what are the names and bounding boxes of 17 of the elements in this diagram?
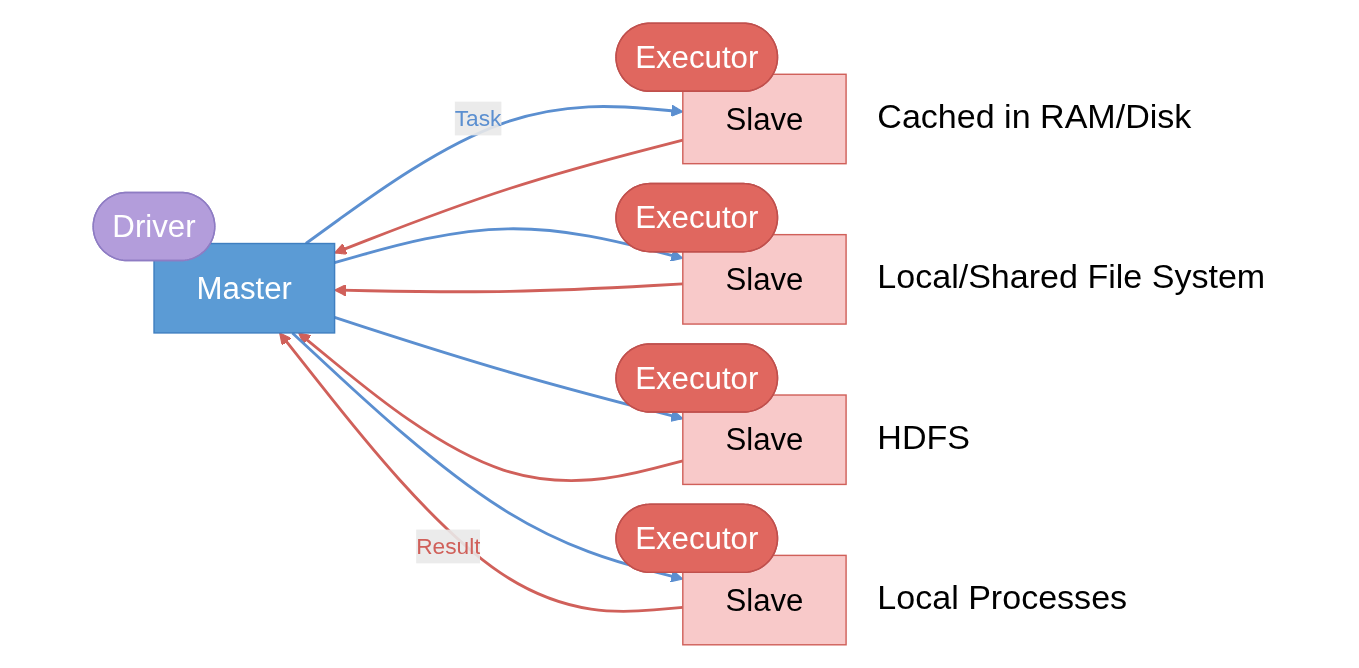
storage-note: Cached in RAM/Disk (877, 97, 1192, 135)
arrow (298, 332, 684, 482)
edge-label: Result (416, 533, 481, 558)
edge-label: Task (454, 105, 502, 130)
node-box: Slave (682, 233, 847, 325)
arrow (334, 316, 684, 422)
arrow (305, 104, 684, 245)
arrow (334, 138, 684, 255)
storage-note: HDFS (877, 417, 971, 456)
storage-note: Local Processes (877, 578, 1128, 617)
storage-note: Local/Shared File System (877, 257, 1266, 296)
node-box: Slave (682, 73, 847, 165)
node-box: Master (153, 242, 336, 334)
node-box: Slave (682, 394, 847, 486)
node-box: Slave (682, 554, 847, 646)
arrow (334, 282, 684, 297)
arrow (334, 227, 684, 265)
